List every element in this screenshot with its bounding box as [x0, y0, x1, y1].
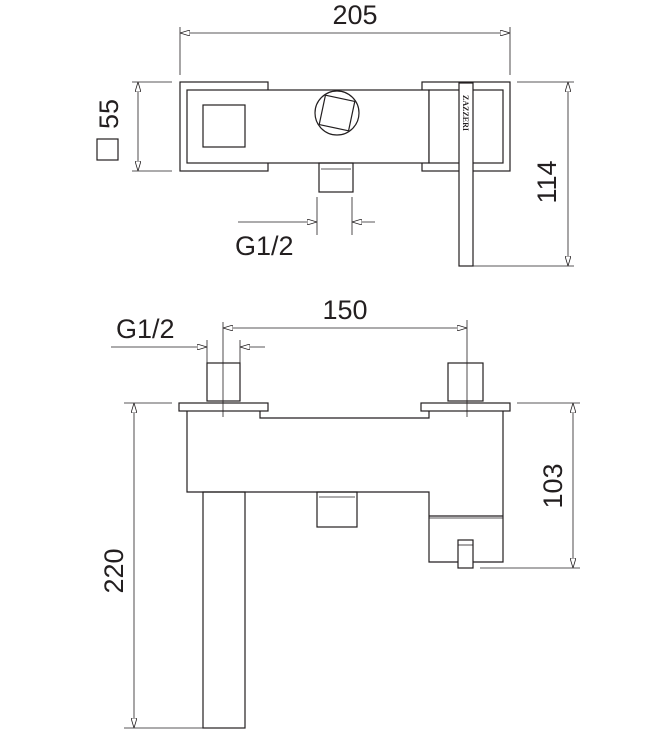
handle-lever: ZAZZERI [458, 82, 474, 267]
left-inlet-nipple [206, 362, 241, 402]
mixer-body-front [186, 411, 504, 563]
spout [202, 491, 246, 729]
section-dim-label: 55 [94, 99, 124, 129]
width-dim-label: 205 [332, 0, 377, 30]
top-view: 205 ZAZZERI G1/2 [94, 0, 574, 267]
outlet-thread-label: G1/2 [235, 231, 294, 261]
outlet-nipple [318, 162, 354, 193]
right-inlet-nipple [447, 362, 484, 402]
lever-tab [457, 539, 474, 569]
spout-length-dim-label: 220 [99, 548, 129, 593]
inlet-thread-dimension: G1/2 [111, 314, 265, 400]
center-outlet [316, 491, 358, 528]
square-insert [202, 104, 246, 148]
height-dimension: 103 [480, 402, 580, 569]
right-flange-front [420, 402, 511, 412]
depth-dimension: 114 [473, 81, 574, 267]
mixer-body [186, 89, 430, 164]
brand-label: ZAZZERI [461, 95, 470, 131]
depth-dim-label: 114 [532, 160, 562, 203]
centers-dimension: 150 [222, 295, 468, 417]
square-symbol-icon [96, 138, 119, 161]
section-dimension: 55 [94, 81, 172, 172]
front-view: 150 G1/2 103 [99, 295, 580, 729]
height-dim-label: 103 [538, 463, 568, 508]
outlet-thread-dimension: G1/2 [235, 197, 375, 261]
diverter-knob [314, 90, 360, 136]
inlet-thread-label: G1/2 [116, 314, 175, 344]
left-flange-front [178, 402, 269, 412]
width-dimension: 205 [179, 0, 511, 75]
centers-dim-label: 150 [322, 295, 367, 325]
spout-length-dimension: 220 [99, 402, 203, 729]
